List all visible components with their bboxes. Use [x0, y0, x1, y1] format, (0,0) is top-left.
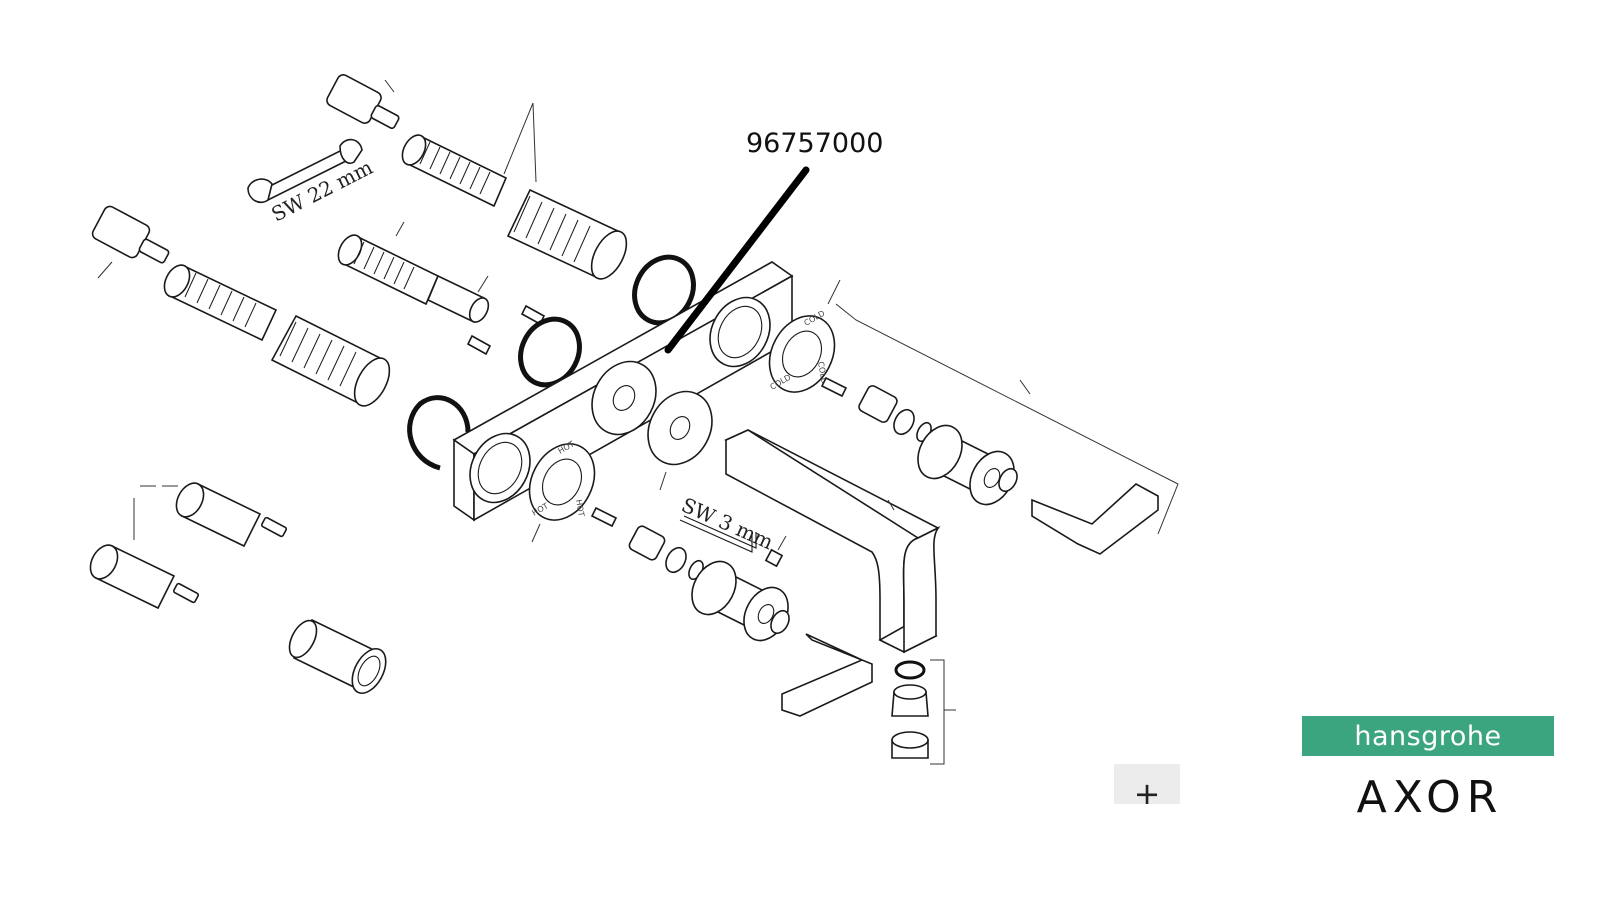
- wrench-tool: SW 22 mm: [247, 138, 377, 226]
- zoom-in-button[interactable]: +: [1114, 764, 1180, 804]
- cartridge-lower-upper: [140, 482, 288, 548]
- sleeve-left: [270, 314, 391, 407]
- extension-threaded-left: [163, 264, 278, 342]
- axor-logo: AXOR: [1340, 771, 1520, 823]
- spout: [724, 429, 941, 654]
- handle-assembly-left: [590, 506, 873, 717]
- part-callout: 96757000: [664, 128, 883, 354]
- hex-key-tool: SW 3 mm: [678, 493, 787, 568]
- axor-logo-text: AXOR: [1356, 771, 1504, 823]
- cartridge-lower-lower: [89, 498, 200, 610]
- retaining-ring-middle: [518, 316, 582, 388]
- leader-upper-pair: [503, 102, 537, 183]
- handle-assembly-right: [820, 279, 1179, 555]
- hansgrohe-logo-text: hansgrohe: [1354, 720, 1502, 752]
- aerator-parts: [891, 659, 956, 765]
- retaining-ring-left: [407, 395, 471, 471]
- hex-key-size-label: SW 3 mm: [678, 493, 777, 555]
- callout-part-number: 96757000: [746, 128, 883, 159]
- callout-leader-line: [664, 166, 810, 354]
- escutcheon-hot: HOT HOT HOT: [528, 439, 596, 543]
- retaining-ring-right: [632, 254, 696, 326]
- escutcheon-hot-mark-side: HOT: [574, 499, 586, 518]
- diverter-cover-plate: [647, 390, 713, 491]
- extension-threaded-upper: [401, 134, 508, 208]
- fitting-sleeve-lower: [288, 618, 387, 694]
- extension-threaded-middle: [337, 221, 490, 324]
- escutcheon-cold: COLD COLD COLD: [769, 309, 836, 393]
- hansgrohe-logo: hansgrohe: [1302, 716, 1554, 756]
- valve-cartridge-left: [91, 205, 170, 279]
- screw-small-b: [466, 334, 492, 356]
- valve-cartridge-upper: [326, 74, 400, 130]
- sleeve-upper: [506, 188, 628, 280]
